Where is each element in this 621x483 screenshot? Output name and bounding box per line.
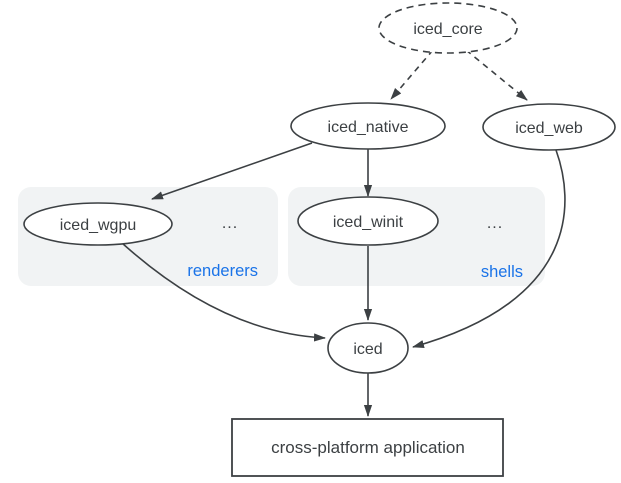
edge-iced_native-to-iced_wgpu — [151, 142, 313, 200]
application-node-label: cross-platform application — [271, 438, 465, 457]
iced_winit-node-shape — [297, 196, 439, 246]
shells-ellipsis: ... — [487, 215, 503, 232]
application-node-box — [231, 418, 504, 477]
iced_winit-node-label: iced_winit — [333, 214, 404, 231]
renderers-ellipsis: ... — [222, 215, 238, 232]
edges-layer — [121, 49, 566, 417]
edge-iced_web-to-iced — [412, 149, 566, 348]
iced_wgpu-node-label: iced_wgpu — [60, 217, 137, 234]
iced-node-label: iced — [353, 341, 382, 358]
iced_web-node-shape — [482, 103, 616, 151]
iced_native-node-label: iced_native — [328, 119, 409, 136]
edge-iced_wgpu-to-iced — [121, 242, 326, 342]
renderers-group-label: renderers — [187, 262, 258, 280]
iced_core-node-label: iced_core — [413, 21, 482, 38]
node-iced_winit: iced_winit — [297, 196, 439, 246]
node-iced_web: iced_web — [482, 103, 616, 151]
iced_core-node-shape — [378, 2, 518, 54]
node-iced: iced — [327, 322, 409, 374]
node-application: cross-platform application — [231, 418, 504, 477]
node-iced_wgpu: iced_wgpu — [23, 202, 173, 246]
edge-iced_core-to-iced_native — [390, 49, 434, 100]
node-iced_core: iced_core — [378, 2, 518, 54]
iced-node-shape — [327, 322, 409, 374]
edge-iced_core-to-iced_web — [465, 49, 528, 101]
node-iced_native: iced_native — [290, 102, 446, 150]
iced_web-node-label: iced_web — [515, 120, 583, 137]
iced_native-node-shape — [290, 102, 446, 150]
iced_wgpu-node-shape — [23, 202, 173, 246]
shells-group-label: shells — [481, 263, 523, 281]
